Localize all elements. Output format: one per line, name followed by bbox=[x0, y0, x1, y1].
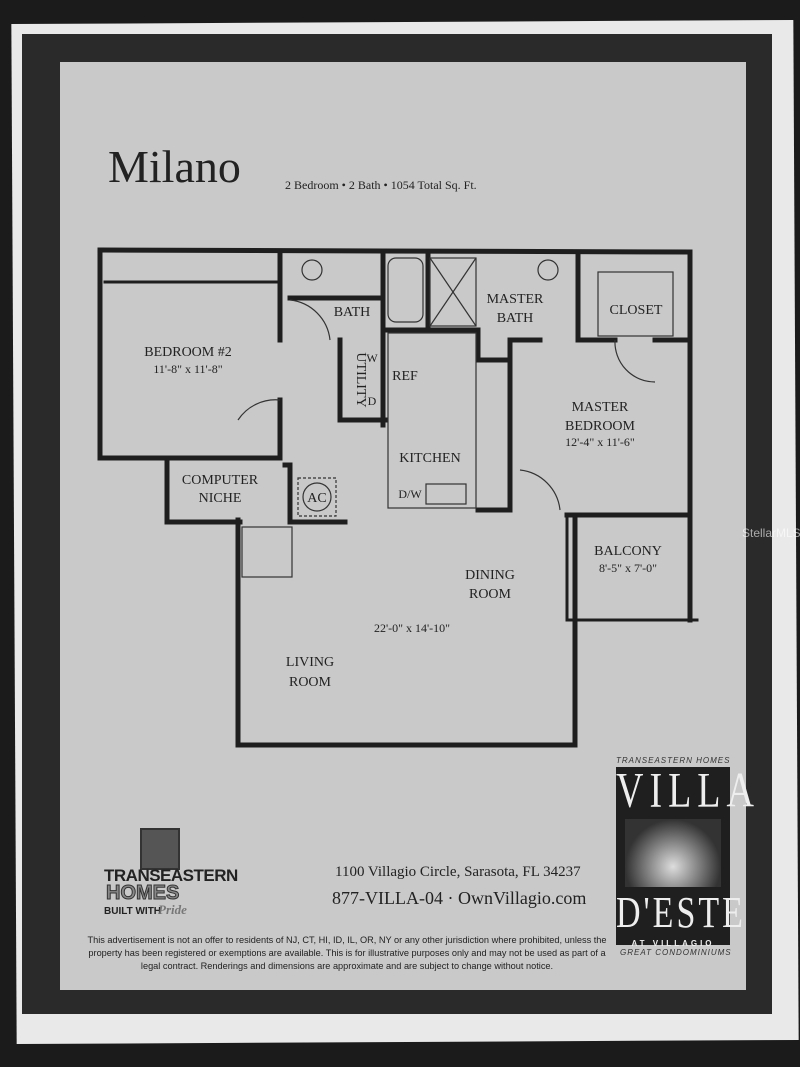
plan-subtitle: 2 Bedroom • 2 Bath • 1054 Total Sq. Ft. bbox=[285, 178, 477, 192]
logo-sub: AT VILLAGIO bbox=[631, 939, 715, 948]
room-label-living-2: ROOM bbox=[289, 675, 332, 690]
room-label-master-bedroom-2: BEDROOM bbox=[565, 419, 636, 434]
logo-line-1: TRANSEASTERN bbox=[104, 866, 238, 885]
logo-line-3: BUILT WITH bbox=[104, 906, 162, 917]
room-dims-living-dining: 22'-0" x 14'-10" bbox=[374, 621, 450, 635]
villa-deste-logo: VILLA D'ESTE AT VILLAGIO bbox=[616, 764, 754, 948]
room-label-dining-2: ROOM bbox=[469, 587, 512, 602]
contact-line: 877-VILLA-04 · OwnVillagio.com bbox=[332, 888, 587, 908]
room-label-dining-1: DINING bbox=[465, 568, 515, 583]
room-label-balcony: BALCONY bbox=[594, 544, 662, 559]
room-label-bath: BATH bbox=[334, 305, 371, 320]
walls bbox=[97, 247, 699, 748]
room-label-closet: CLOSET bbox=[610, 303, 663, 318]
address: 1100 Villagio Circle, Sarasota, FL 34237 bbox=[335, 864, 581, 880]
room-label-master-bath-1: MASTER bbox=[487, 292, 544, 307]
fixtures bbox=[237, 257, 674, 578]
fountain-image bbox=[625, 819, 721, 887]
logo-cube-icon bbox=[140, 828, 180, 870]
room-label-bedroom-2: BEDROOM #2 bbox=[144, 345, 232, 360]
disclaimer: This advertisement is not an offer to re… bbox=[87, 935, 607, 971]
transeastern-homes-logo: TRANSEASTERN HOMES BUILT WITH Pride bbox=[100, 826, 238, 921]
community-logo-top: TRANSEASTERN HOMES bbox=[616, 756, 731, 765]
logo-line-4: Pride bbox=[158, 902, 187, 917]
room-label-kitchen: KITCHEN bbox=[399, 451, 460, 466]
room-dims-balcony: 8'-5" x 7'-0" bbox=[599, 561, 657, 575]
plan-title: Milano bbox=[108, 141, 241, 192]
community-logo-bottom: GREAT CONDOMINIUMS bbox=[620, 948, 732, 957]
room-label-master-bedroom-1: MASTER bbox=[572, 400, 629, 415]
room-label-utility: UTILITY bbox=[353, 352, 368, 407]
logo-name-1: VILLA bbox=[616, 763, 760, 819]
dishwasher-label: D/W bbox=[398, 487, 422, 501]
logo-name-2: D'ESTE bbox=[616, 889, 746, 938]
room-label-living-1: LIVING bbox=[286, 655, 334, 670]
room-label-computer-niche-1: COMPUTER bbox=[182, 473, 259, 488]
room-label-computer-niche-2: NICHE bbox=[199, 491, 242, 506]
washer-label: W bbox=[366, 351, 378, 365]
refrigerator-label: REF bbox=[392, 369, 418, 384]
room-dims-master-bedroom: 12'-4" x 11'-6" bbox=[565, 435, 635, 449]
ac-label: AC bbox=[307, 491, 326, 506]
room-dims-bedroom-2: 11'-8" x 11'-8" bbox=[153, 362, 222, 376]
dryer-label: D bbox=[368, 394, 377, 408]
logo-line-2: HOMES bbox=[105, 882, 180, 905]
watermark: StellarMLS bbox=[742, 526, 800, 540]
room-label-master-bath-2: BATH bbox=[497, 311, 534, 326]
